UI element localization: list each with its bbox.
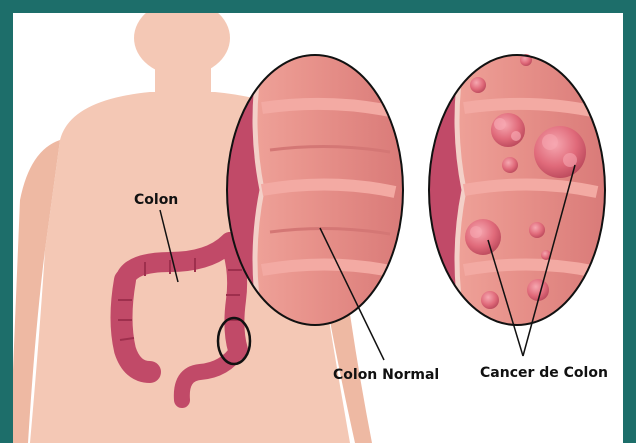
cancer-colon-view: [427, 50, 607, 330]
colon-cancer-diagram: Colon Colon Normal Cancer de Colon: [13, 13, 623, 443]
colon-label: Colon: [134, 192, 178, 208]
illustration-canvas: Colon Colon Normal Cancer de Colon: [13, 13, 623, 443]
colon-normal-label: Colon Normal: [333, 367, 439, 383]
cancer-label: Cancer de Colon: [480, 365, 608, 381]
